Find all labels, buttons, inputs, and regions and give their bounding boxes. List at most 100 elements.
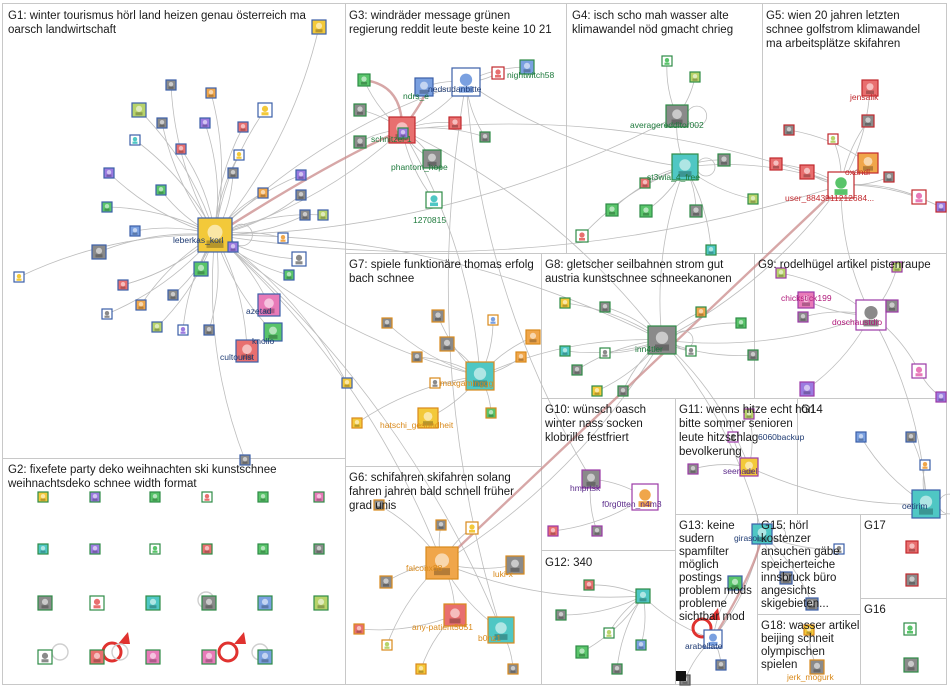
user-node[interactable] bbox=[233, 149, 245, 161]
user-node[interactable] bbox=[639, 204, 653, 218]
user-node[interactable] bbox=[257, 649, 273, 665]
user-node[interactable] bbox=[155, 184, 167, 196]
user-node[interactable] bbox=[239, 454, 251, 466]
user-node[interactable] bbox=[291, 251, 307, 267]
user-node[interactable] bbox=[295, 169, 307, 181]
user-node[interactable] bbox=[547, 525, 559, 537]
user-node[interactable] bbox=[487, 616, 515, 644]
user-node[interactable] bbox=[855, 299, 887, 331]
user-node[interactable] bbox=[827, 133, 839, 145]
user-node[interactable] bbox=[687, 463, 699, 475]
user-node[interactable] bbox=[739, 457, 759, 477]
user-node[interactable] bbox=[425, 191, 443, 209]
user-node[interactable] bbox=[689, 71, 701, 83]
user-node[interactable] bbox=[833, 543, 845, 555]
user-node[interactable] bbox=[351, 417, 363, 429]
user-node[interactable] bbox=[911, 189, 927, 205]
user-node[interactable] bbox=[299, 209, 311, 221]
user-node[interactable] bbox=[425, 546, 459, 580]
user-node[interactable] bbox=[227, 167, 239, 179]
user-node[interactable] bbox=[491, 66, 505, 80]
user-node[interactable] bbox=[559, 345, 571, 357]
user-node[interactable] bbox=[891, 261, 903, 273]
user-node[interactable] bbox=[769, 157, 783, 171]
user-node[interactable] bbox=[703, 629, 723, 649]
user-node[interactable] bbox=[257, 187, 269, 199]
user-node[interactable] bbox=[131, 102, 147, 118]
user-node[interactable] bbox=[883, 171, 895, 183]
user-node[interactable] bbox=[129, 134, 141, 146]
user-node[interactable] bbox=[129, 225, 141, 237]
user-node[interactable] bbox=[479, 131, 491, 143]
user-node[interactable] bbox=[89, 649, 105, 665]
user-node[interactable] bbox=[631, 483, 659, 511]
user-node[interactable] bbox=[397, 127, 409, 139]
user-node[interactable] bbox=[775, 267, 787, 279]
user-node[interactable] bbox=[313, 543, 325, 555]
user-node[interactable] bbox=[422, 149, 442, 169]
user-node[interactable] bbox=[205, 87, 217, 99]
user-node[interactable] bbox=[439, 336, 455, 352]
user-node[interactable] bbox=[783, 124, 795, 136]
user-node[interactable] bbox=[151, 321, 163, 333]
user-node[interactable] bbox=[751, 523, 773, 545]
user-node[interactable] bbox=[257, 102, 273, 118]
user-node[interactable] bbox=[89, 543, 101, 555]
user-node[interactable] bbox=[905, 573, 919, 587]
user-node[interactable] bbox=[705, 244, 717, 256]
user-node[interactable] bbox=[257, 293, 281, 317]
user-node[interactable] bbox=[861, 114, 875, 128]
user-node[interactable] bbox=[149, 491, 161, 503]
user-node[interactable] bbox=[257, 595, 273, 611]
user-node[interactable] bbox=[451, 67, 481, 97]
user-node[interactable] bbox=[911, 363, 927, 379]
user-node[interactable] bbox=[448, 116, 462, 130]
user-node[interactable] bbox=[411, 351, 423, 363]
user-node[interactable] bbox=[861, 79, 879, 97]
user-node[interactable] bbox=[903, 657, 919, 673]
user-node[interactable] bbox=[617, 385, 629, 397]
user-node[interactable] bbox=[857, 152, 879, 174]
user-node[interactable] bbox=[379, 575, 393, 589]
user-node[interactable] bbox=[353, 103, 367, 117]
user-node[interactable] bbox=[443, 603, 467, 627]
user-node[interactable] bbox=[177, 324, 189, 336]
user-node[interactable] bbox=[201, 595, 217, 611]
user-node[interactable] bbox=[581, 469, 601, 489]
user-node[interactable] bbox=[37, 543, 49, 555]
user-node[interactable] bbox=[505, 555, 525, 575]
blank-node[interactable] bbox=[676, 671, 686, 681]
user-node[interactable] bbox=[671, 153, 699, 181]
user-node[interactable] bbox=[431, 309, 445, 323]
user-node[interactable] bbox=[727, 575, 743, 591]
user-node[interactable] bbox=[635, 639, 647, 651]
user-node[interactable] bbox=[747, 349, 759, 361]
user-node[interactable] bbox=[555, 609, 567, 621]
user-node[interactable] bbox=[603, 627, 615, 639]
user-node[interactable] bbox=[37, 649, 53, 665]
user-node[interactable] bbox=[715, 659, 727, 671]
user-node[interactable] bbox=[117, 279, 129, 291]
user-node[interactable] bbox=[415, 663, 427, 675]
user-node[interactable] bbox=[145, 595, 161, 611]
user-node[interactable] bbox=[717, 153, 731, 167]
user-node[interactable] bbox=[199, 117, 211, 129]
user-node[interactable] bbox=[903, 622, 917, 636]
user-node[interactable] bbox=[283, 269, 295, 281]
user-node[interactable] bbox=[905, 540, 919, 554]
user-node[interactable] bbox=[257, 491, 269, 503]
user-node[interactable] bbox=[665, 104, 689, 128]
user-node[interactable] bbox=[277, 232, 289, 244]
user-node[interactable] bbox=[357, 73, 371, 87]
user-node[interactable] bbox=[313, 491, 325, 503]
user-node[interactable] bbox=[417, 407, 439, 429]
user-node[interactable] bbox=[381, 317, 393, 329]
user-node[interactable] bbox=[935, 391, 947, 403]
user-node[interactable] bbox=[227, 241, 239, 253]
user-node[interactable] bbox=[797, 311, 809, 323]
user-node[interactable] bbox=[799, 381, 815, 397]
user-node[interactable] bbox=[465, 361, 495, 391]
user-node[interactable] bbox=[599, 301, 611, 313]
user-node[interactable] bbox=[101, 201, 113, 213]
user-node[interactable] bbox=[591, 525, 603, 537]
